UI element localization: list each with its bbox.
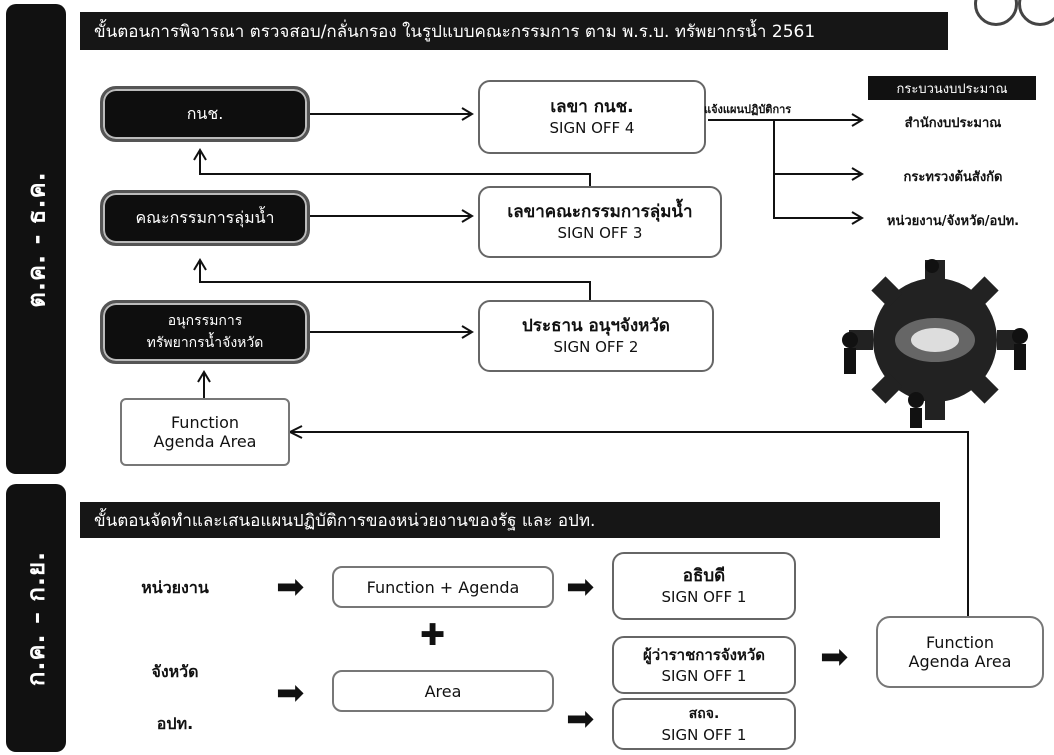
budget-process-header: กระบวนงบประมาณ [868, 76, 1036, 100]
sthj-signoff-box: สถจ. SIGN OFF 1 [612, 698, 796, 750]
arrow-icon: ➡ [566, 567, 595, 607]
basin-committee: คณะกรรมการลุ่มน้ำ [100, 190, 310, 246]
arrow-icon: ➡ [276, 673, 305, 713]
gear-teamwork-illustration [842, 259, 1028, 428]
period-label-oct-dec: ต.ค. - ธ.ค. [6, 4, 66, 474]
period-label-jul-sep: ก.ค. – ก.ย. [6, 484, 66, 752]
arrow-icon: ➡ [276, 567, 305, 607]
ministry-item: กระทรวงต้นสังกัด [903, 170, 1003, 185]
province-label: จังหวัด [90, 652, 260, 692]
notify-plan-label: แจ้งแผนปฏิบัติการ [704, 103, 792, 116]
area-box: Area [332, 670, 554, 712]
signoff-4-box: เลขา กนช. SIGN OFF 4 [478, 80, 706, 154]
function-agenda-box: Function + Agenda [332, 566, 554, 608]
signoff-3-box: เลขาคณะกรรมการลุ่มน้ำ SIGN OFF 3 [478, 186, 722, 258]
seal-logo-icon-2 [1018, 0, 1054, 26]
governor-signoff-box: ผู้ว่าราชการจังหวัด SIGN OFF 1 [612, 636, 796, 694]
agency-province-lao-item: หน่วยงาน/จังหวัด/อปท. [886, 214, 1020, 229]
knch-committee: กนช. [100, 86, 310, 142]
provincial-subcommittee: อนุกรรมการ ทรัพยากรน้ำจังหวัด [100, 300, 310, 364]
lao-label: อปท. [90, 704, 260, 744]
top-band-title: ขั้นตอนการพิจารณา ตรวจสอบ/กลั่นกรอง ในรู… [80, 12, 948, 50]
bottom-band-title: ขั้นตอนจัดทำและเสนอแผนปฏิบัติการของหน่วย… [80, 502, 940, 538]
signoff-2-box: ประธาน อนุฯจังหวัด SIGN OFF 2 [478, 300, 714, 372]
function-agenda-area-bottom: Function Agenda Area [876, 616, 1044, 688]
function-agenda-area-top: Function Agenda Area [120, 398, 290, 466]
arrow-icon: ➡ [566, 699, 595, 739]
agency-label: หน่วยงาน [90, 568, 260, 608]
plus-icon: ✚ [420, 618, 446, 653]
director-signoff-box: อธิบดี SIGN OFF 1 [612, 552, 796, 620]
budget-office-item: สำนักงบประมาณ [904, 116, 1002, 131]
arrow-icon: ➡ [820, 637, 849, 677]
